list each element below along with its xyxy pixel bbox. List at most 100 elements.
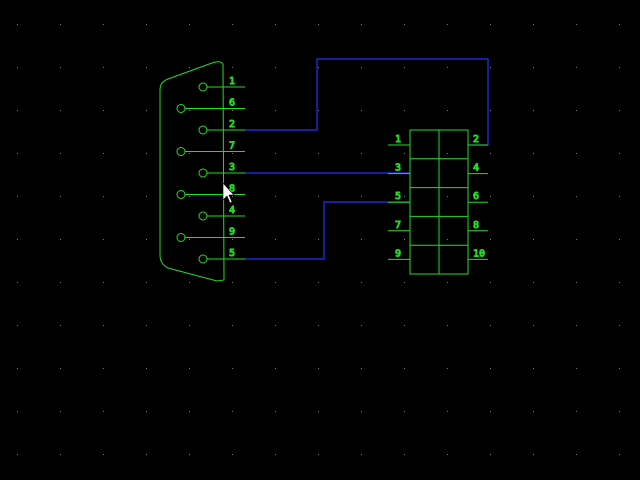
db9-pin-7[interactable]: 7 (176, 140, 245, 156)
grid-dot (361, 153, 362, 154)
grid-dot (361, 454, 362, 455)
grid-dot (576, 239, 577, 240)
pin-circle (198, 168, 208, 178)
grid-dot (103, 110, 104, 111)
grid-dot (533, 368, 534, 369)
grid-dot (232, 239, 233, 240)
grid-dot (490, 411, 491, 412)
grid-dot (17, 24, 18, 25)
grid-dot (318, 24, 319, 25)
grid-dots (17, 24, 620, 455)
grid-dot (576, 196, 577, 197)
pin-circle (176, 104, 186, 113)
grid-dot (404, 325, 405, 326)
grid-dot (232, 282, 233, 283)
grid-dot (447, 24, 448, 25)
header-connector[interactable]: 1 2 3 4 5 6 7 8 9 10 (388, 129, 488, 275)
grid-dot (361, 239, 362, 240)
header-pin-4[interactable]: 4 (468, 162, 488, 175)
grid-dot (17, 454, 18, 455)
grid-dot (361, 325, 362, 326)
grid-dot (447, 454, 448, 455)
header-pin-number: 3 (395, 163, 401, 174)
grid-dot (318, 325, 319, 326)
grid-dot (404, 110, 405, 111)
db9-pin-number: 3 (229, 162, 235, 173)
header-pins: 1 2 3 4 5 6 7 8 9 10 (388, 134, 488, 260)
grid-dot (60, 454, 61, 455)
grid-dot (17, 368, 18, 369)
db9-pin-number: 6 (229, 98, 235, 109)
grid-dot (490, 67, 491, 68)
grid-dot (619, 411, 620, 412)
grid-dot (404, 239, 405, 240)
db9-pin-8[interactable]: 8 (176, 183, 245, 199)
db9-pin-2[interactable]: 2 (198, 119, 245, 135)
header-pin-9[interactable]: 9 (388, 248, 410, 260)
header-pin-6[interactable]: 6 (468, 191, 488, 203)
grid-dot (361, 110, 362, 111)
grid-dot (146, 282, 147, 283)
grid-dot (533, 239, 534, 240)
header-pin-3[interactable]: 3 (388, 162, 410, 175)
grid-dot (533, 153, 534, 154)
db9-pin-4[interactable]: 4 (198, 205, 245, 221)
grid-dot (404, 454, 405, 455)
wire-db9-2-to-header-2[interactable] (245, 58, 489, 146)
header-pin-2[interactable]: 2 (468, 134, 488, 146)
grid-dot (17, 411, 18, 412)
header-pin-5[interactable]: 5 (388, 191, 410, 203)
db9-pin-5[interactable]: 5 (198, 248, 245, 264)
grid-dot (232, 24, 233, 25)
grid-dot (447, 282, 448, 283)
db9-pin-9[interactable]: 9 (176, 226, 245, 242)
arrow-pointer-icon (222, 182, 235, 204)
grid-dot (490, 24, 491, 25)
grid-dot (103, 196, 104, 197)
db9-body-outline (159, 61, 225, 282)
grid-dot (318, 368, 319, 369)
grid-dot (576, 24, 577, 25)
grid-dot (490, 110, 491, 111)
header-pin-8[interactable]: 8 (468, 219, 488, 232)
grid-dot (189, 110, 190, 111)
db9-pin-6[interactable]: 6 (176, 97, 245, 113)
grid-dot (60, 282, 61, 283)
grid-dot (232, 325, 233, 326)
grid-dot (189, 196, 190, 197)
db9-pin-1[interactable]: 1 (198, 76, 245, 92)
grid-dot (189, 368, 190, 369)
grid-dot (60, 24, 61, 25)
grid-dot (232, 368, 233, 369)
db9-connector[interactable]: 1 6 2 7 3 8 4 9 5 (159, 61, 245, 282)
grid-dot (103, 153, 104, 154)
grid-dot (189, 282, 190, 283)
grid-dot (60, 325, 61, 326)
grid-dot (619, 325, 620, 326)
grid-dot (103, 239, 104, 240)
db9-pin-number: 2 (229, 119, 235, 130)
db9-pin-3[interactable]: 3 (198, 162, 245, 178)
grid-dot (17, 325, 18, 326)
grid-dot (275, 153, 276, 154)
grid-dot (275, 454, 276, 455)
grid-dot (318, 282, 319, 283)
grid-dot (576, 325, 577, 326)
header-pin-number: 7 (395, 220, 401, 231)
header-pin-10[interactable]: 10 (468, 248, 488, 260)
grid-dot (361, 411, 362, 412)
grid-dot (490, 325, 491, 326)
grid-dot (361, 196, 362, 197)
grid-dot (404, 411, 405, 412)
grid-dot (361, 368, 362, 369)
grid-dot (490, 454, 491, 455)
grid-dot (60, 67, 61, 68)
grid-dot (275, 411, 276, 412)
grid-dot (404, 282, 405, 283)
grid-dot (447, 153, 448, 154)
header-pin-7[interactable]: 7 (388, 219, 410, 232)
header-pin-1[interactable]: 1 (388, 134, 410, 146)
header-pin-number: 4 (473, 163, 479, 174)
wire-db9-5-to-header-5[interactable] (245, 201, 410, 260)
